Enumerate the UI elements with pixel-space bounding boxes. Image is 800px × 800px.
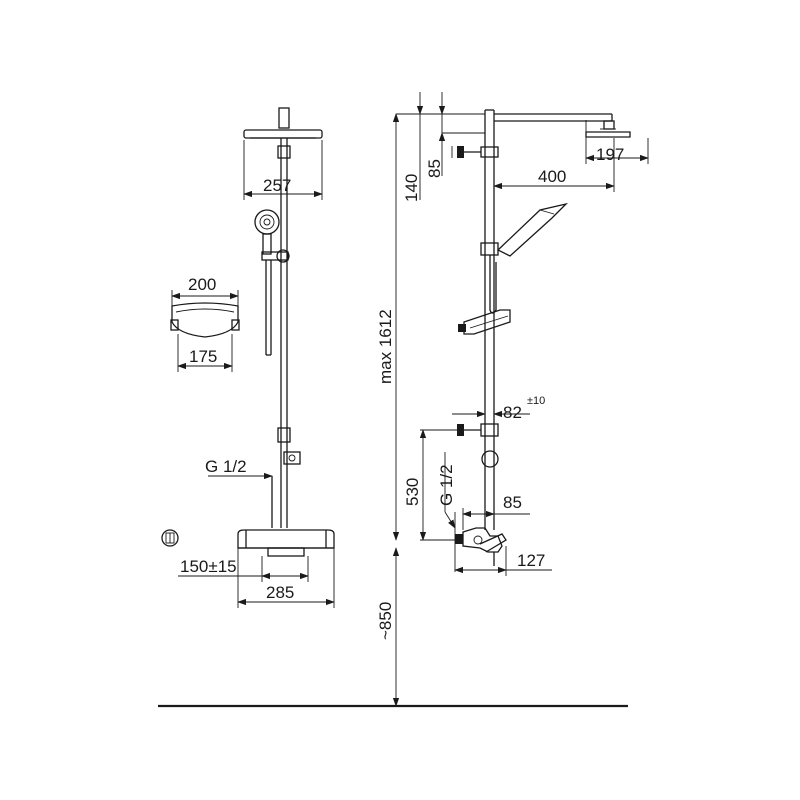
dim-side-inlet-thread: G 1/2 — [437, 464, 456, 506]
dim-head-width: 257 — [263, 176, 291, 195]
dim-lower-height: 530 — [403, 478, 422, 506]
dim-shelf-width: 200 — [188, 275, 216, 294]
dim-mixer-depth: 127 — [517, 551, 545, 570]
shower-head-side — [585, 131, 631, 138]
certification-icon — [161, 529, 179, 547]
dim-max-height: max 1612 — [376, 309, 395, 384]
dim-shelf-depth: 175 — [189, 347, 217, 366]
dim-mixer-projection: 85 — [503, 493, 522, 512]
mixer-front — [237, 529, 335, 557]
dim-center-distance: 150±15 — [180, 557, 237, 576]
dim-floor-height: ~850 — [376, 602, 395, 640]
dim-bracket-offset: 85 — [425, 159, 444, 178]
dim-top-offset: 140 — [402, 174, 421, 202]
dim-arm-length: 400 — [538, 167, 566, 186]
dim-mixer-width: 285 — [266, 583, 294, 602]
dim-wall-bracket: 82 — [503, 403, 522, 422]
shelf-side — [463, 309, 511, 335]
shelf-detail: 200 175 — [170, 275, 240, 372]
dim-inlet-thread: G 1/2 — [205, 457, 247, 476]
front-view: 257 G 1/2 — [178, 107, 335, 608]
dim-head-diameter: 197 — [596, 145, 624, 164]
dim-wall-bracket-tol: ±10 — [527, 395, 545, 407]
hand-shower-front — [254, 209, 290, 356]
side-view: 197 400 140 85 max 1612 82 ±10 530 G — [376, 92, 649, 707]
mixer-side — [455, 527, 507, 566]
shower-head-front — [243, 129, 323, 139]
